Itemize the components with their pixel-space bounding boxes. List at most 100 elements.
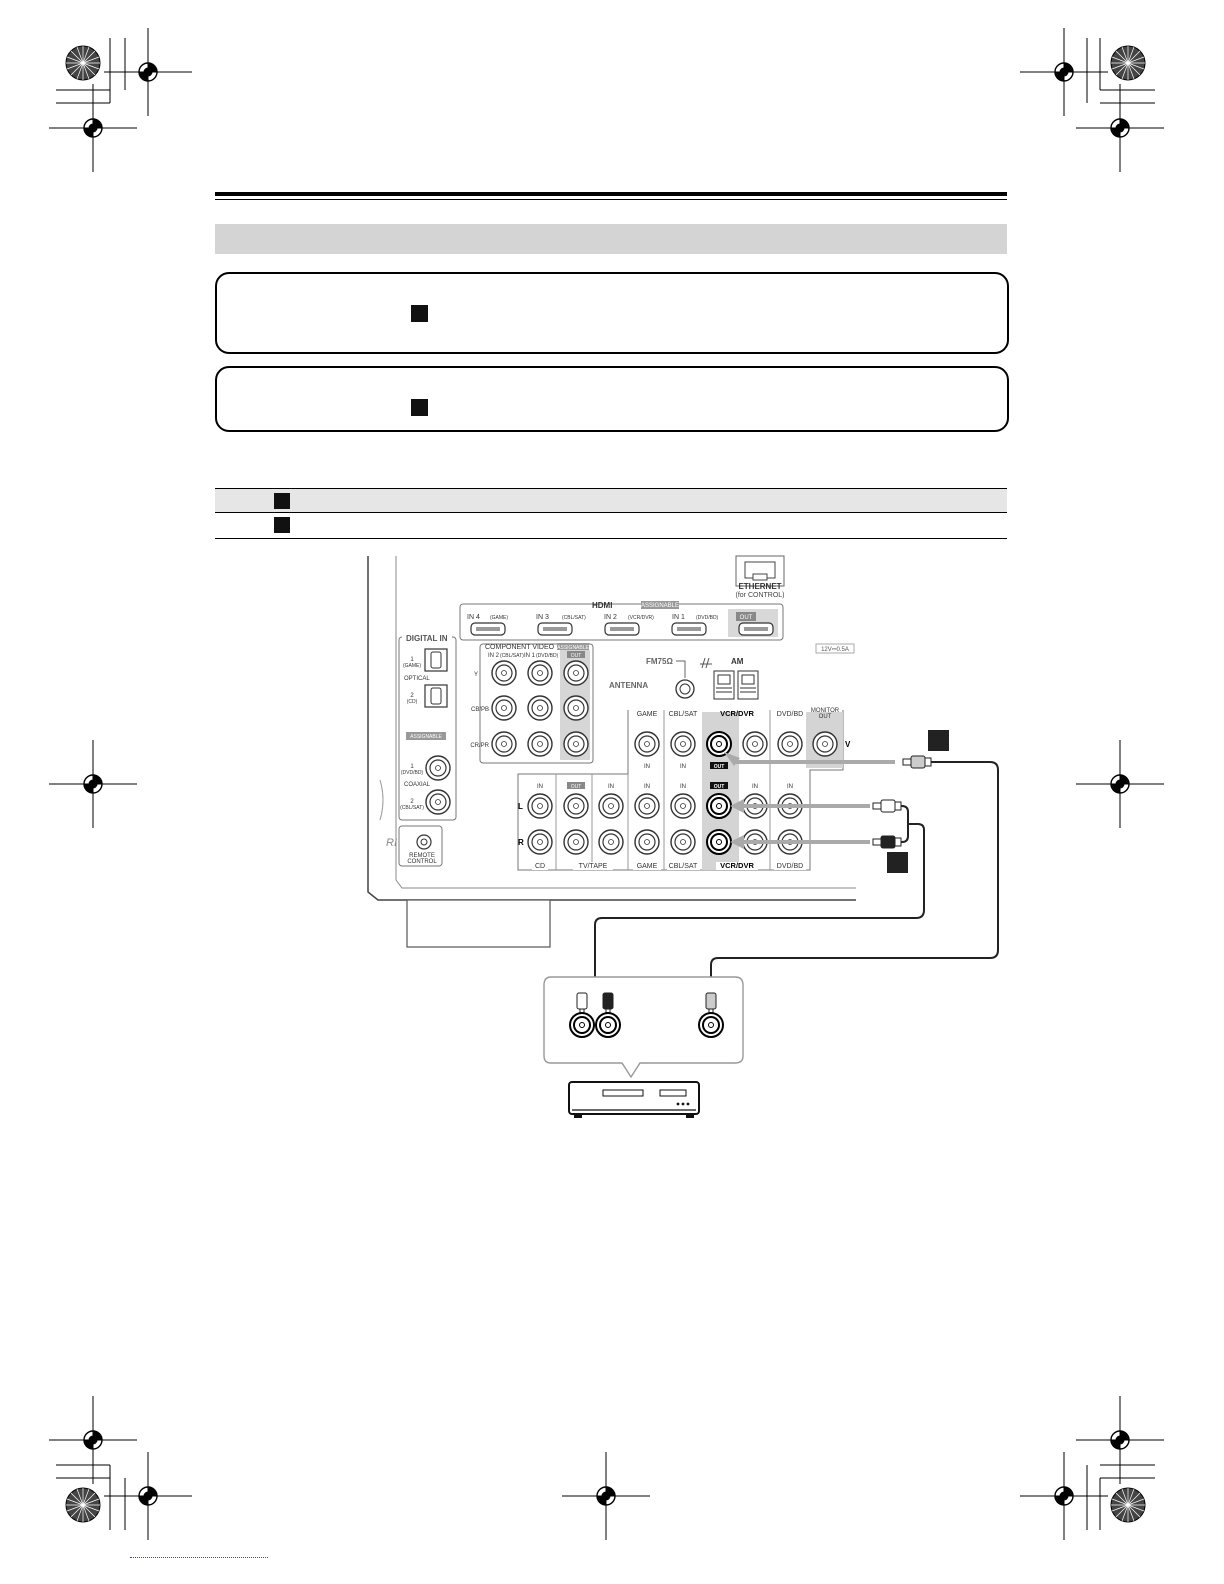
monitor-out-port bbox=[812, 731, 838, 757]
coaxial-2-port bbox=[425, 789, 451, 815]
cable-marker-video bbox=[928, 730, 949, 751]
legend-row bbox=[215, 489, 1007, 512]
hdmi-in1-port bbox=[671, 622, 707, 636]
video-dvdbd-in bbox=[777, 731, 803, 757]
hdmi-in3-sublabel: (CBL/SAT) bbox=[562, 615, 586, 621]
hdmi-in2-label: IN 2 bbox=[604, 614, 617, 621]
component-cr-in2 bbox=[491, 731, 517, 757]
callout-marker bbox=[411, 305, 428, 322]
optical-1-sublabel: (GAME) bbox=[403, 663, 421, 669]
audio-vcrdvr-out-r bbox=[706, 829, 732, 855]
audio-tvtape-out-l bbox=[563, 793, 589, 819]
component-y-in1 bbox=[527, 660, 553, 686]
hdmi-in4-port bbox=[470, 622, 506, 636]
vcrdvr-label: VCR/DVR bbox=[720, 709, 754, 718]
ri-logo: RI bbox=[386, 837, 397, 849]
hdmi-in2-port bbox=[604, 622, 640, 636]
ethernet-label: ETHERNET bbox=[738, 582, 781, 591]
legend-row bbox=[215, 513, 1007, 536]
optical-1-label: 1 bbox=[410, 657, 414, 663]
audio-cblsat-r bbox=[670, 829, 696, 855]
hdmi-assignable-label: ASSIGNABLE bbox=[641, 603, 679, 609]
callout-marker bbox=[411, 399, 428, 416]
callout-box-1 bbox=[215, 272, 1009, 354]
cable-legend-table bbox=[215, 488, 1007, 539]
video-vcrdvr-in bbox=[742, 731, 768, 757]
component-video-label: COMPONENT VIDEO bbox=[485, 644, 555, 651]
coaxial-1-sublabel: (DVD/BD) bbox=[401, 770, 424, 776]
device-audio-jack-r bbox=[595, 1012, 621, 1038]
audio-tvtape-out-label: OUT bbox=[571, 784, 582, 790]
coax-assignable-label: ASSIGNABLE bbox=[410, 734, 442, 740]
audio-vcrdvr-in-label: IN bbox=[752, 784, 758, 790]
cd-label: CD bbox=[535, 863, 545, 870]
game-bottom-label: GAME bbox=[637, 863, 658, 870]
audio-cblsat-in-label: IN bbox=[680, 784, 686, 790]
cable-marker-audio bbox=[887, 852, 908, 873]
digital-in-label: DIGITAL IN bbox=[406, 634, 448, 643]
component-cr-out bbox=[563, 731, 589, 757]
video-vcrdvr-out-label: OUT bbox=[714, 764, 725, 770]
footer-link[interactable] bbox=[130, 1557, 268, 1558]
component-cr-in1 bbox=[527, 731, 553, 757]
hdmi-in4-label: IN 4 bbox=[467, 614, 480, 621]
callout-box-2 bbox=[215, 366, 1009, 432]
cr-label: CR/PR bbox=[470, 743, 489, 749]
r-label: R bbox=[518, 838, 524, 847]
l-label: L bbox=[518, 802, 523, 811]
y-label: Y bbox=[474, 672, 478, 678]
component-out-label: OUT bbox=[571, 653, 582, 659]
optical-label: OPTICAL bbox=[404, 676, 430, 682]
section-heading-bar bbox=[215, 224, 1007, 254]
audio-tvtape-out-r bbox=[563, 829, 589, 855]
optical-2-label: 2 bbox=[410, 693, 414, 699]
audio-game-r bbox=[634, 829, 660, 855]
device-audio-jack-l bbox=[569, 1012, 595, 1038]
hdmi-in1-label: IN 1 bbox=[672, 614, 685, 621]
component-assignable-label: ASSIGNABLE bbox=[557, 645, 589, 651]
receiver-foot bbox=[406, 899, 551, 948]
audio-vcrdvr-out-label: OUT bbox=[714, 784, 725, 790]
am-terminals bbox=[713, 670, 759, 700]
remote-control-label: REMOTE bbox=[409, 853, 435, 859]
optical-2-port bbox=[424, 684, 448, 708]
legend-marker bbox=[274, 517, 290, 533]
video-game-in bbox=[634, 731, 660, 757]
coaxial-2-sublabel: (CBL/SAT) bbox=[400, 805, 424, 811]
component-in1-label: IN 1 bbox=[524, 653, 536, 659]
ethernet-sublabel: (for CONTROL) bbox=[736, 592, 785, 599]
video-cable-arrow bbox=[724, 752, 895, 766]
component-cb-out bbox=[563, 695, 589, 721]
cb-label: CB/PB bbox=[471, 707, 489, 713]
device-audio-plug-r bbox=[602, 992, 614, 1014]
device-panel bbox=[543, 976, 744, 1079]
video-cblsat-in-label: IN bbox=[680, 764, 686, 770]
monitor-out-label: MONITOR bbox=[811, 708, 840, 714]
optical-1-port bbox=[424, 648, 448, 672]
ethernet-port bbox=[735, 555, 785, 587]
hdmi-out-label: OUT bbox=[740, 615, 753, 621]
hdmi-out-port bbox=[738, 622, 774, 636]
hdmi-in3-label: IN 3 bbox=[536, 614, 549, 621]
coaxial-1-label: 1 bbox=[410, 764, 414, 770]
audio-cd-in-label: IN bbox=[537, 784, 543, 790]
component-in2-label: IN 2 bbox=[488, 653, 500, 659]
audio-tvtape-in-r bbox=[598, 829, 624, 855]
audio-r-plug bbox=[872, 835, 902, 849]
legend-top-border bbox=[215, 488, 1007, 489]
audio-cblsat-l bbox=[670, 793, 696, 819]
component-cb-in2 bbox=[491, 695, 517, 721]
audio-game-l bbox=[634, 793, 660, 819]
coaxial-2-label: 2 bbox=[410, 799, 414, 805]
device-video-plug bbox=[705, 992, 717, 1014]
legend-bottom-border bbox=[215, 538, 1007, 539]
header-rule-thin bbox=[215, 199, 1007, 200]
audio-l-plug bbox=[872, 799, 902, 813]
am-label: AM bbox=[731, 657, 744, 666]
hdmi-label: HDMI bbox=[592, 601, 612, 610]
hdmi-in2-sublabel: (VCR/DVR) bbox=[628, 615, 654, 621]
audio-cd-r bbox=[527, 829, 553, 855]
legend-marker bbox=[274, 493, 290, 509]
audio-cable bbox=[581, 805, 925, 994]
